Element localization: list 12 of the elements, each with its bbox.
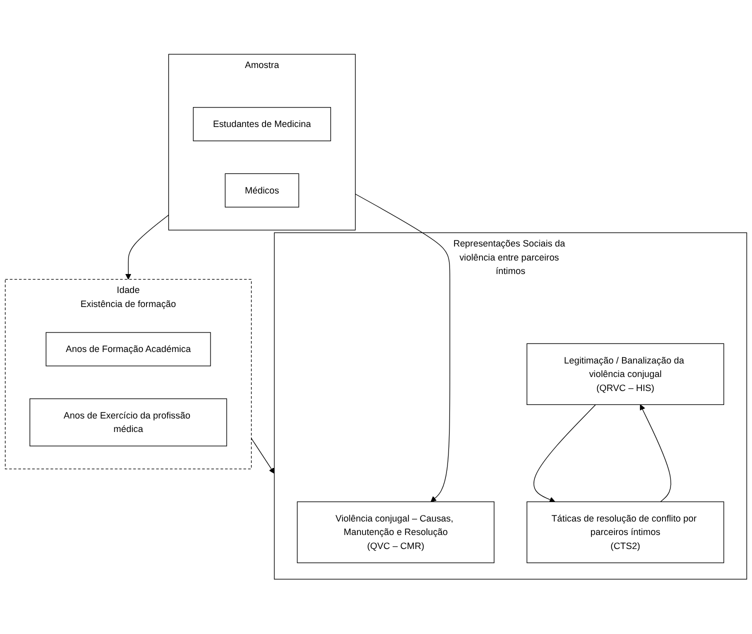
node-box: Estudantes de Medicina	[192, 107, 332, 142]
arrow	[125, 214, 169, 280]
arrow	[354, 194, 450, 502]
node-box: Médicos	[224, 174, 300, 208]
node-box: Violência conjugal – Causas, Manutenção e Resolução (QVC – CMR)	[296, 502, 494, 564]
node-box: Anos de Exercício da profissão médica	[30, 398, 228, 447]
node-box: Legitimação / Banalização da violência conjugal (QRVC – HIS)	[526, 344, 724, 406]
arrow	[534, 404, 596, 503]
arrow	[640, 404, 672, 502]
node-box: Anos de Formação Académica	[46, 332, 211, 367]
node-box: Táticas de resolução de conflito por parceiros íntimos (CTS2)	[526, 502, 724, 564]
arrow	[251, 438, 275, 474]
